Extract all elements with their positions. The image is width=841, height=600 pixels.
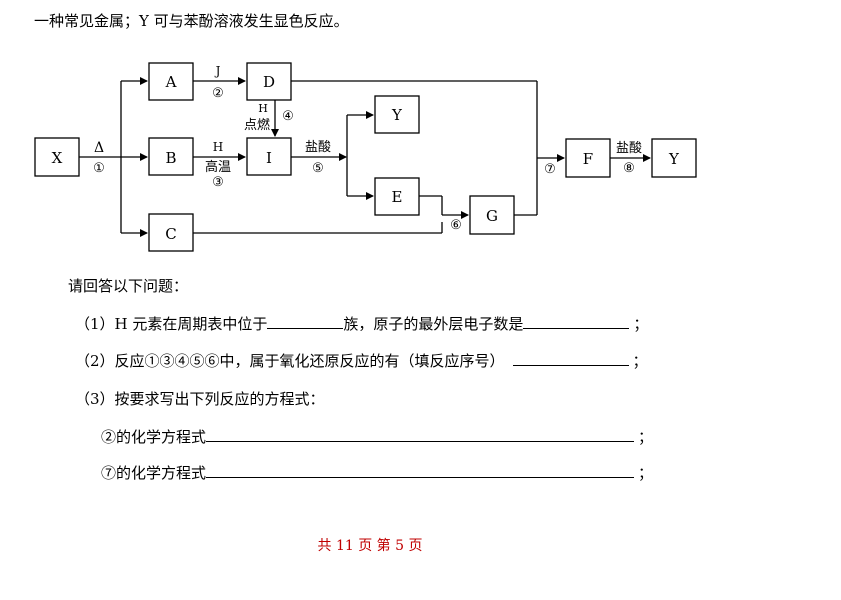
question-3: （3）按要求写出下列反应的方程式： bbox=[75, 390, 325, 408]
label-A: A bbox=[165, 73, 177, 91]
intro-text: 一种常见金属；Y 可与苯酚溶液发生显色反应。 bbox=[34, 12, 349, 30]
question-2-end: ； bbox=[632, 352, 648, 370]
question-1-part-b: 族，原子的最外层电子数是 bbox=[343, 315, 524, 333]
label-G: G bbox=[486, 207, 498, 225]
ignite-label: 点燃 bbox=[244, 117, 270, 133]
hcl-label-2: 盐酸 bbox=[616, 141, 642, 156]
reagent-H-mid: H bbox=[213, 140, 223, 154]
reagent-H-top: H bbox=[258, 102, 268, 115]
delta-label: Δ bbox=[94, 140, 104, 156]
question-3a: ②的化学方程式 ； bbox=[101, 426, 653, 447]
label-D: D bbox=[263, 73, 275, 91]
reaction-6: ⑥ bbox=[450, 218, 462, 233]
box-Y bbox=[374, 95, 420, 134]
label-Y2: Y bbox=[668, 150, 680, 168]
reaction-4: ④ bbox=[282, 109, 294, 124]
reagent-J: J bbox=[214, 64, 221, 78]
label-X: X bbox=[52, 149, 63, 167]
label-I: I bbox=[266, 149, 272, 167]
page-footer: 共 11 页 第 5 页 bbox=[317, 538, 423, 554]
answer-blank-equation-2[interactable] bbox=[206, 427, 635, 442]
question-2-text: （2）反应①③④⑤⑥中，属于氧化还原反应的有（填反应序号） bbox=[75, 352, 505, 370]
answer-blank-group[interactable] bbox=[267, 314, 344, 329]
question-3b-label: ⑦的化学方程式 bbox=[101, 464, 207, 482]
questions-prompt: 请回答以下问题： bbox=[68, 277, 189, 295]
question-1-end: ； bbox=[633, 315, 649, 333]
box-Y2 bbox=[651, 138, 697, 178]
label-E: E bbox=[392, 188, 403, 206]
reaction-8: ⑧ bbox=[623, 161, 635, 176]
question-2: （2）反应①③④⑤⑥中，属于氧化还原反应的有（填反应序号） ； bbox=[75, 350, 648, 371]
label-C: C bbox=[165, 225, 176, 243]
hightemp-label: 高温 bbox=[205, 159, 231, 175]
label-Y: Y bbox=[391, 106, 403, 124]
question-3a-label: ②的化学方程式 bbox=[101, 428, 207, 446]
reaction-2: ② bbox=[212, 86, 224, 101]
hcl-label-1: 盐酸 bbox=[305, 140, 331, 155]
reaction-1: ① bbox=[93, 161, 105, 176]
question-1-part-a: （1）H 元素在周期表中位于 bbox=[75, 315, 268, 333]
reaction-flow-diagram: X A B C D I Y E G F Y Δ ① J ② H 点燃 ④ H 高… bbox=[34, 62, 697, 252]
label-F: F bbox=[583, 150, 593, 168]
answer-blank-electrons[interactable] bbox=[523, 314, 630, 329]
answer-blank-equation-7[interactable] bbox=[206, 463, 635, 478]
reaction-3: ③ bbox=[212, 175, 224, 190]
question-3b: ⑦的化学方程式 ； bbox=[101, 462, 653, 483]
reaction-5: ⑤ bbox=[312, 161, 324, 176]
question-1: （1）H 元素在周期表中位于 族，原子的最外层电子数是 ； bbox=[75, 313, 648, 334]
label-B: B bbox=[165, 149, 176, 167]
question-3b-end: ； bbox=[638, 464, 654, 482]
reaction-7: ⑦ bbox=[544, 162, 556, 177]
answer-blank-redox[interactable] bbox=[512, 351, 629, 366]
question-3a-end: ； bbox=[638, 428, 654, 446]
